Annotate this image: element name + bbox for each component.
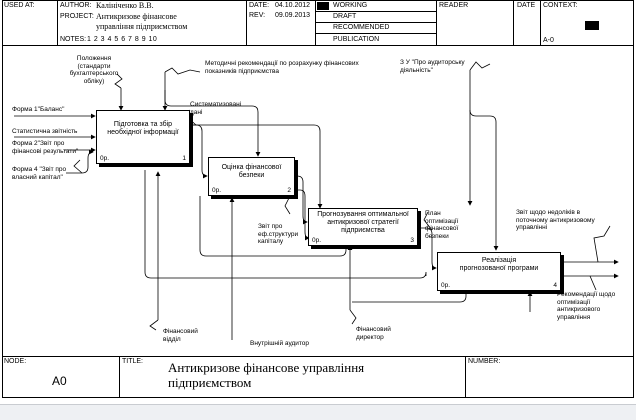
activity-box-3[interactable]: Прогнозування оптимальної антикризової с… — [308, 208, 418, 246]
squiggle-polozhennia — [114, 73, 123, 89]
arrow-box1-to-box3[interactable] — [188, 124, 323, 209]
label-finansovyi-viddil: Фінансовий відділ — [163, 328, 198, 343]
activity-box-2-label: Оцінка фінансової безпеки — [221, 164, 282, 179]
squiggle-zvit-nedoliky — [593, 225, 611, 263]
status-recommended: RECOMMENDED — [333, 24, 390, 31]
author-label: AUTHOR: — [60, 2, 92, 9]
context-parent-marker — [585, 21, 599, 30]
context-label: CONTEXT: — [543, 2, 578, 9]
rev-value: 09.09.2013 — [275, 12, 311, 19]
label-vnutrishnii-audytor: Внутрішній аудитор — [250, 340, 310, 347]
activity-box-4[interactable]: Реалізація прогнозованої програми 0р. 4 — [437, 252, 561, 291]
status-working: WORKING — [333, 2, 368, 9]
activity-box-2-cost: 0р. — [212, 187, 222, 194]
activity-box-3-number: 3 — [410, 237, 414, 244]
label-systematyzovani: Систематизовані дані — [190, 101, 242, 116]
node-value: A0 — [52, 374, 67, 388]
activity-box-1-cost: 0р. — [100, 155, 110, 162]
arrow-zvit-ef[interactable] — [293, 189, 310, 241]
arrow-forma4[interactable] — [66, 149, 94, 174]
date-value: 04.10.2012 — [275, 2, 311, 9]
rev-label: REV: — [249, 12, 266, 19]
activity-box-1-number: 1 — [182, 155, 186, 162]
activity-box-1[interactable]: Підготовка та збір необхідної інформації… — [96, 110, 190, 164]
activity-box-2-number: 2 — [287, 187, 291, 194]
reader-label: READER — [439, 2, 469, 9]
label-forma1: Форма 1"Баланс" — [12, 106, 65, 113]
notes-numbers: 1 2 3 4 5 6 7 8 9 10 — [87, 36, 158, 43]
activity-box-4-label: Реалізація прогнозованої програми — [459, 257, 539, 272]
project-value: Антикризове фінансове — [96, 12, 177, 21]
squiggle-fin-viddil — [149, 319, 159, 331]
squiggle-zu — [469, 61, 491, 71]
label-zvit-nedoliky: Звіт щодо недоліків в поточному антикриз… — [516, 209, 595, 231]
squiggle-dyrektor — [349, 309, 357, 325]
arrow-feedback-1[interactable] — [144, 170, 427, 279]
arrow-systematyzovani[interactable] — [188, 124, 208, 179]
activity-box-4-cost: 0р. — [441, 282, 451, 289]
squiggle-forma4 — [73, 159, 83, 174]
context-node: A-0 — [543, 37, 554, 44]
number-cell — [465, 356, 634, 398]
label-statystychna: Статистична звітність — [12, 128, 78, 135]
reader-date-label: DATE — [517, 2, 536, 9]
project-label: PROJECT: — [60, 13, 94, 20]
project-value-2: управління підприємством — [96, 22, 188, 31]
squiggle-plan — [423, 211, 433, 231]
title-label: TITLE: — [122, 358, 144, 365]
status-publication: PUBLICATION — [333, 36, 380, 43]
date-label: DATE: — [249, 2, 270, 9]
notes-label: NOTES: — [60, 36, 87, 43]
number-label: NUMBER: — [468, 358, 501, 365]
arrow-mech-box4[interactable] — [352, 289, 469, 303]
label-forma4: Форма 4 "Звіт про власний капітал" — [12, 166, 67, 181]
status-working-marker — [317, 2, 329, 10]
label-zu: З У "Про аудиторську діяльність" — [400, 59, 465, 74]
label-plan: План оптимізації фінансової безпеки — [425, 210, 459, 240]
label-polozhennia: Положення (стандарти бухгалтерського обл… — [69, 55, 119, 85]
activity-box-1-label: Підготовка та збір необхідної інформації — [107, 121, 179, 136]
node-label: NODE: — [4, 358, 27, 365]
author-value: Калініченко В.В. — [96, 1, 154, 10]
activity-box-3-label: Прогнозування оптимальної антикризової с… — [317, 211, 409, 234]
bottom-strip — [0, 404, 636, 420]
arrow-plan[interactable] — [416, 227, 437, 271]
label-zvit-ef: Звіт про еф.структури капіталу — [258, 223, 299, 245]
activity-box-2[interactable]: Оцінка фінансової безпеки 0р. 2 — [208, 157, 295, 196]
activity-box-3-cost: 0р. — [312, 237, 322, 244]
label-rekomendatsii: Рекомендації щодо оптимізації антикризов… — [557, 291, 616, 321]
label-metodychni: Методичні рекомендації по розрахунку фін… — [205, 60, 359, 75]
squiggle-metodychni — [164, 67, 201, 75]
arrow-feedback-2[interactable] — [199, 196, 347, 257]
squiggle-rekomendatsii — [589, 275, 597, 291]
label-forma2: Форма 2"Звіт про фінансові результати" — [12, 140, 79, 155]
label-finansovyi-dyrektor: Фінансовий директор — [356, 326, 391, 341]
title-line-2: підприємством — [168, 375, 252, 390]
used-at-label: USED AT: — [4, 2, 35, 9]
status-draft: DRAFT — [333, 13, 357, 20]
title-line-1: Антикризове фінансове управління — [168, 360, 365, 375]
activity-box-4-number: 4 — [553, 282, 557, 289]
